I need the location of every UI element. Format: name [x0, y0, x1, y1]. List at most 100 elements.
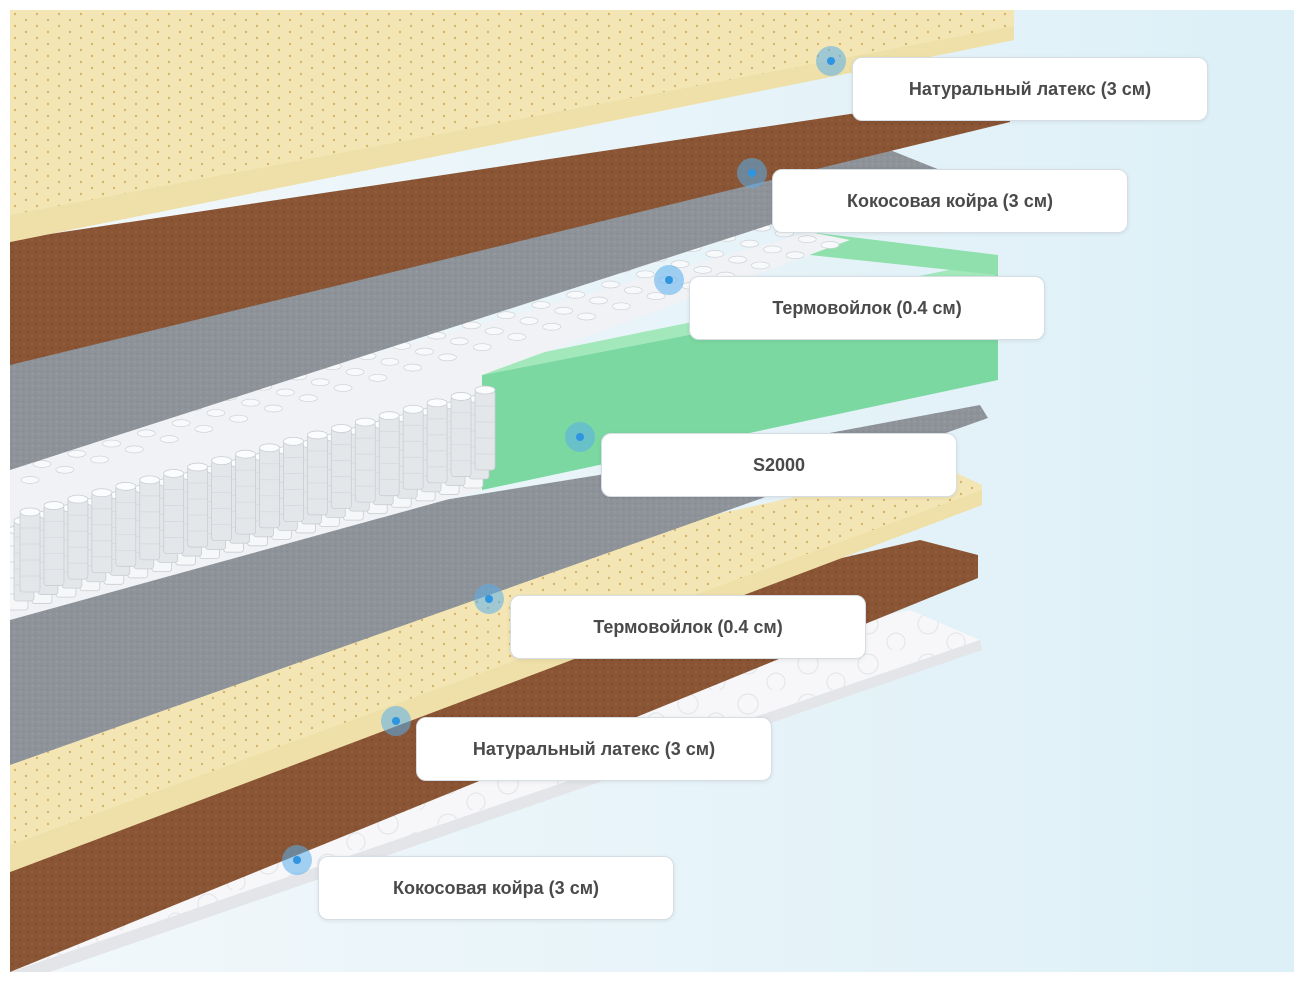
spring-coil-cap [601, 280, 620, 289]
spring-coil [450, 396, 472, 477]
spring-coil-cap [635, 270, 655, 279]
spring-coil-cap [241, 398, 261, 407]
spring-coil [163, 473, 185, 554]
spring-coil-cap [693, 266, 713, 274]
spring-coil-cap [566, 290, 586, 299]
spring-coil-cap [368, 373, 388, 382]
spring-coil [187, 466, 209, 548]
layer-label-felt-bottom: Термовойлок (0.4 см) [510, 595, 866, 659]
spring-coil-cap [229, 414, 249, 423]
spring-coil-cap [484, 327, 504, 336]
spring-coil [91, 492, 113, 574]
spring-coil-cap [474, 385, 496, 395]
spring-coil-cap [211, 456, 232, 466]
spring-coil-cap [740, 239, 760, 248]
spring-coil-cap [206, 409, 226, 417]
dot-marker-icon [737, 158, 767, 188]
dot-marker-icon [474, 584, 504, 614]
spring-coil-cap [589, 296, 608, 305]
layer-label-felt-top: Термовойлок (0.4 см) [689, 276, 1045, 340]
dot-marker-icon [282, 845, 312, 875]
spring-coil-cap [438, 353, 457, 362]
spring-coil-cap [194, 425, 214, 433]
spring-coil [235, 453, 256, 535]
layer-label-latex-top: Натуральный латекс (3 см) [852, 57, 1208, 121]
spring-coil-cap [115, 481, 137, 491]
spring-coil-cap [333, 384, 353, 392]
spring-coil [139, 479, 161, 561]
spring-coil [67, 498, 89, 580]
spring-coil-cap [139, 475, 161, 485]
spring-coil-cap [67, 449, 87, 458]
spring-coil-cap [577, 312, 596, 321]
spring-coil-cap [43, 501, 65, 510]
spring-coil-cap [235, 449, 256, 459]
spring-coil-cap [259, 443, 280, 453]
spring-coil [354, 421, 376, 503]
spring-coil-cap [354, 417, 376, 427]
spring-coil-cap [472, 343, 492, 352]
spring-coil-cap [378, 411, 400, 421]
spring-coil [402, 408, 424, 490]
spring-coil [426, 402, 448, 484]
dot-marker-icon [565, 422, 595, 452]
dot-marker-icon [816, 46, 846, 76]
spring-coil-cap [542, 322, 562, 331]
spring-coil-cap [159, 435, 179, 443]
spring-coil-cap [403, 363, 422, 372]
spring-coil-cap [554, 306, 574, 315]
spring-coil-cap [55, 465, 75, 474]
spring-coil-cap [611, 302, 631, 311]
spring-coil-cap [19, 507, 41, 517]
pocket-springs [10, 161, 900, 611]
spring-coil-cap [402, 404, 424, 414]
spring-coil-cap [531, 301, 551, 309]
spring-coil-cap [306, 430, 328, 440]
spring-coil [259, 447, 280, 529]
spring-coil-cap [102, 439, 121, 448]
spring-coil [211, 460, 232, 542]
spring-coil-cap [415, 347, 434, 356]
spring-coil-cap [646, 292, 666, 300]
spring-coil-cap [187, 462, 209, 472]
spring-coil-cap [728, 255, 748, 264]
spring-coil-cap [20, 476, 40, 484]
spring-coil-cap [751, 261, 770, 270]
spring-coil-cap [623, 286, 643, 295]
spring-coil-cap [124, 445, 144, 454]
spring-coil [330, 428, 352, 509]
spring-coil [43, 505, 65, 586]
spring-coil-cap [136, 429, 156, 438]
spring-coil-cap [310, 378, 330, 387]
spring-coil [306, 434, 328, 516]
spring-coil-cap [90, 455, 109, 464]
layer-label-coir-bottom: Кокосовая койра (3 см) [318, 856, 674, 920]
spring-coil-cap [820, 241, 840, 249]
spring-coil-cap [345, 368, 365, 376]
spring-coil [115, 485, 137, 567]
spring-coil-cap [91, 488, 113, 498]
layer-label-latex-bottom: Натуральный латекс (3 см) [416, 717, 772, 781]
spring-coil-cap [330, 424, 352, 433]
spring-coil [378, 415, 400, 497]
spring-coil-cap [763, 245, 782, 254]
spring-coil [19, 511, 41, 593]
spring-coil-cap [450, 337, 469, 346]
spring-coil-cap [450, 392, 472, 401]
spring-coil-cap [32, 460, 52, 468]
spring-coil-cap [298, 394, 318, 403]
spring-coil-cap [797, 235, 817, 244]
spring-coil-cap [171, 419, 191, 427]
spring-coil-cap [380, 357, 400, 366]
spring-coil-cap [264, 404, 283, 413]
spring-coil-cap [462, 321, 481, 330]
spring-coil [283, 440, 304, 522]
spring-coil-cap [426, 398, 448, 408]
spring-coil-cap [705, 250, 725, 258]
spring-coil [474, 389, 496, 471]
layer-label-spring-block: S2000 [601, 433, 957, 497]
spring-coil-cap [276, 388, 295, 397]
spring-coil-cap [163, 469, 185, 478]
dot-marker-icon [381, 706, 411, 736]
spring-coil-cap [519, 317, 539, 325]
